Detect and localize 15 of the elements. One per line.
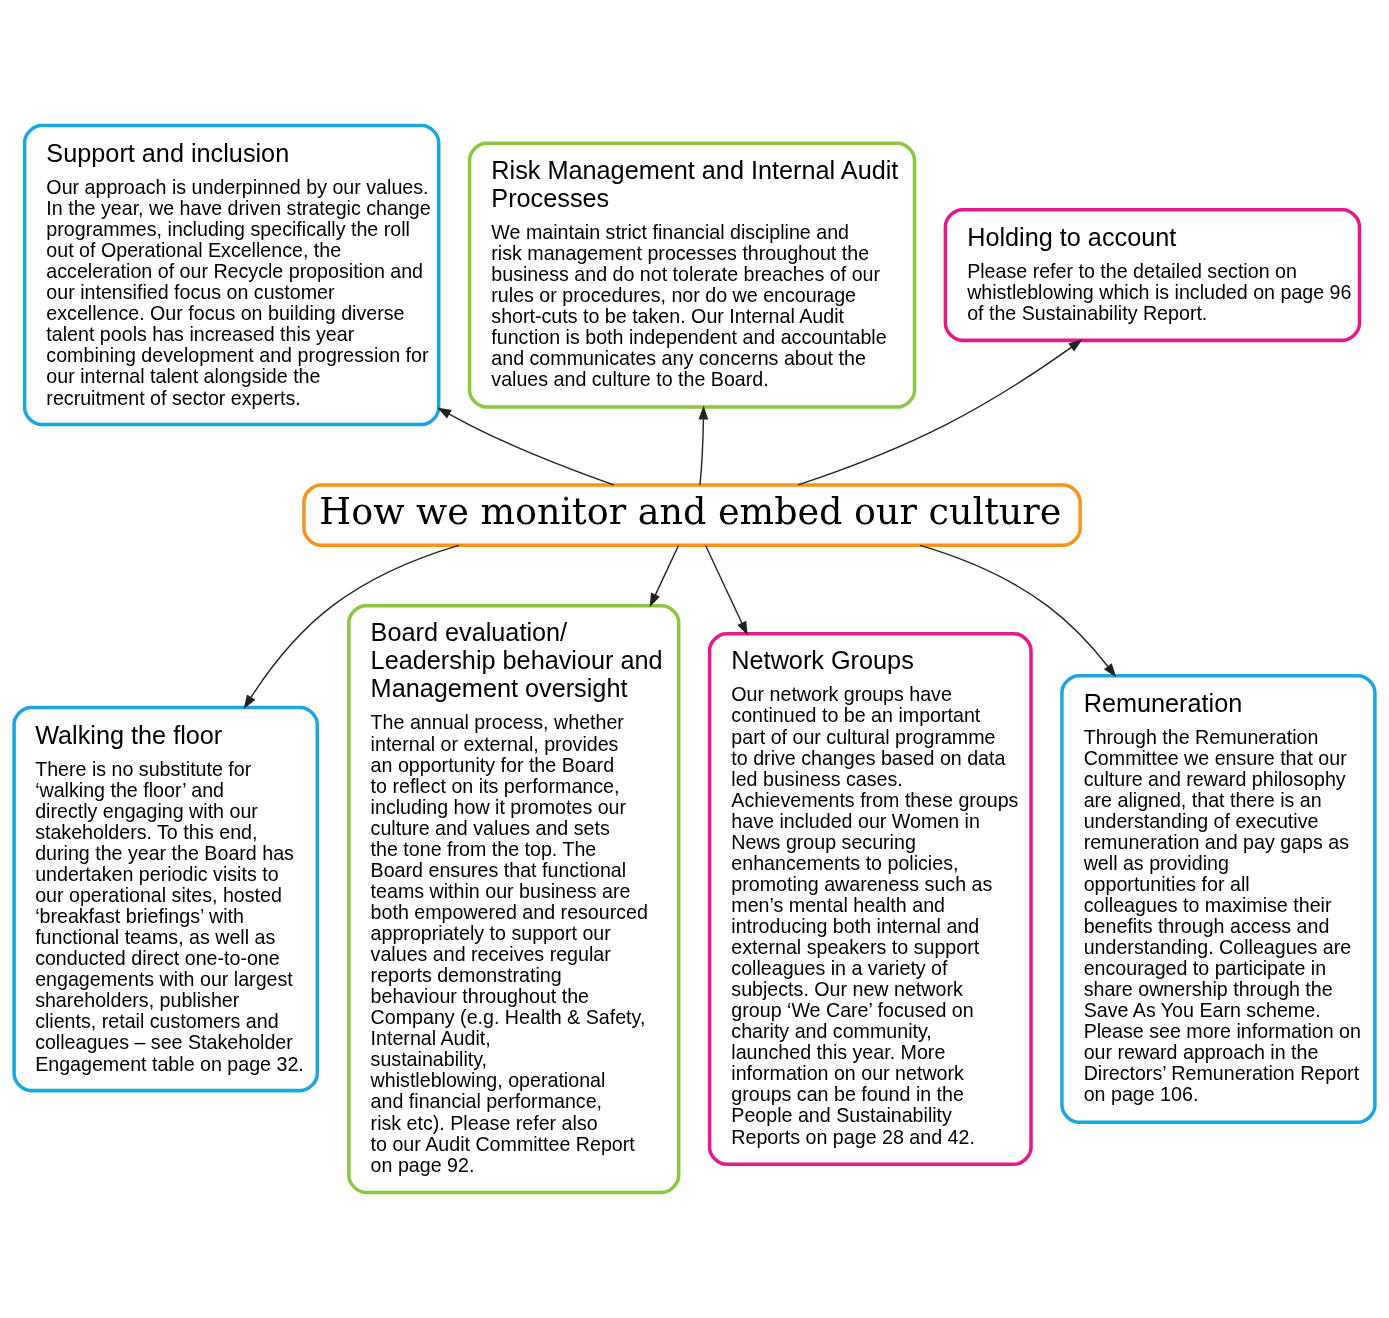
- node-box: Risk Management and Internal Audit Processes We maintain strict financial discipline and risk management processes throughout the business and do not tolerate breaches of our rules or procedures, nor do we encourage short-cuts to be taken. Our Internal Audit function is both independent and accountable and communicates any concerns about the values and culture to the Board.: [467, 141, 917, 409]
- arrow: [649, 545, 680, 608]
- node-box: Board evaluation/ Leadership behaviour and Management oversight The annual process, whether internal or external, provides an opportunity for the Board to reflect on its performance, including how it promotes our culture and values and sets the tone from the top. The Board ensures that functional teams within our business are both empowered and resourced appropriately to support our values and receives regular reports demonstrating behaviour throughout the Company (e.g. Health & Safety, Internal Audit, sustainability, whistleblowing, operational and financial performance, risk etc). Please refer also to our Audit Committee Report on page 92.: [347, 603, 681, 1195]
- arrow: [698, 405, 709, 486]
- arrow: [919, 544, 1117, 678]
- node-box: How we monitor and embed our culture: [302, 483, 1082, 548]
- arrow: [705, 545, 748, 636]
- node-box: Walking the floor There is no substitute for ‘walking the floor’ and directly engaging with our stakeholders. To this end, during the year the Board has undertaken periodic visits to our operational sites, hosted ‘breakfast briefings’ with functional teams, as well as conducted direct one-to-one engagements with our largest shareholders, publisher clients, retail customers and colleagues – see Stakeholder Engagement table on page 32.: [12, 705, 320, 1093]
- node-box: Support and inclusion Our approach is underpinned by our values. In the year, we have driven strategic change programmes, including specifically the roll out of Operational Excellence, the acceleration of our Recycle proposition and our intensified focus on customer excellence. Our focus on building diverse talent pools has increased this year combining development and progression for our internal talent alongside the recruitment of sector experts.: [22, 123, 441, 427]
- node-box: Remuneration Through the Remuneration Committee we ensure that our culture and reward philosophy are aligned, that there is an understanding of executive remuneration and pay gaps as well as providing opportunities for all colleagues to maximise their benefits through access and understanding. Colleagues are encouraged to participate in share ownership through the Save As You Earn scheme. Please see more information on our reward approach in the Directors’ Remuneration Report on page 106.: [1060, 674, 1377, 1124]
- arrow: [243, 544, 460, 710]
- node-box: Holding to account Please refer to the detailed section on whistleblowing which is included on page 96 of the Sustainability Report.: [943, 208, 1362, 343]
- node-box: Network Groups Our network groups have continued to be an important part of our cultural programme to drive changes based on data led business cases. Achievements from these groups have included our Women in News group securing enhancements to policies, promoting awareness such as men’s mental health and introducing both internal and external speakers to support colleagues in a variety of subjects. Our new network group ‘We Care’ focused on charity and community, launched this year. More information on our network groups can be found in the People and Sustainability Reports on page 28 and 42.: [707, 631, 1033, 1167]
- arrow: [797, 339, 1083, 486]
- arrow: [437, 407, 615, 486]
